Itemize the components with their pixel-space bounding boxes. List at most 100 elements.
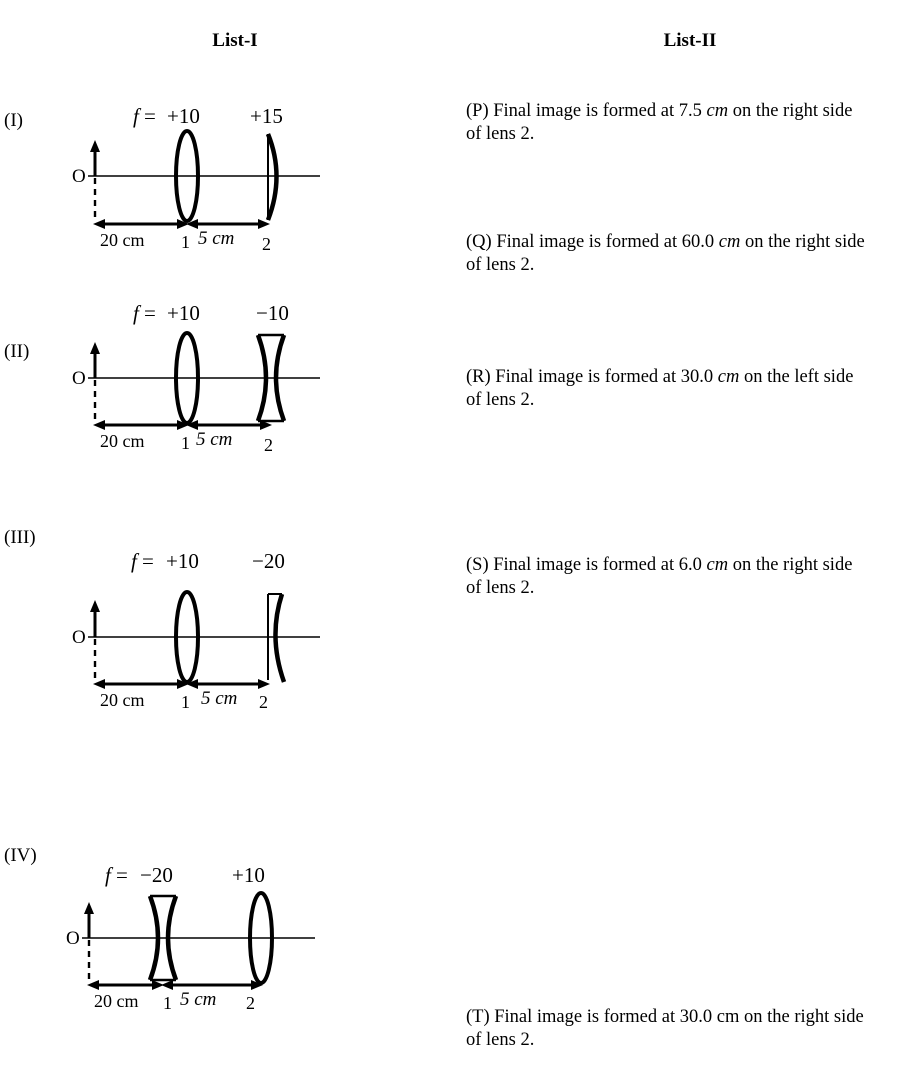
list-ii-text-after-t: on the right side of lens 2. xyxy=(466,1007,864,1050)
list-ii-item-q: (Q) Final image is formed at 60.0 cm on … xyxy=(466,231,866,277)
lens1-concave-face-right-4 xyxy=(165,895,179,981)
dim2-value-3: 5 cm xyxy=(201,688,237,709)
dim2-arrowhead-left-1 xyxy=(186,219,198,229)
dim2-arrowhead-right-2 xyxy=(260,420,272,430)
list-ii-label-q: (Q) xyxy=(466,232,492,252)
lens2-concave-face-3 xyxy=(273,593,287,683)
lens2-convex-face-1 xyxy=(265,133,279,221)
lens1-number-1: 1 xyxy=(181,232,190,252)
lens2-number-1: 2 xyxy=(262,234,271,254)
object-arrow-head-3 xyxy=(90,600,100,612)
list-ii-label-p: (P) xyxy=(466,101,489,121)
lens1-biconvex-1 xyxy=(174,129,200,223)
dim2-value-1: 5 cm xyxy=(198,228,234,249)
focal-prefix-2: f xyxy=(133,301,142,325)
list-ii-label-t: (T) xyxy=(466,1007,490,1027)
object-arrow-head-4 xyxy=(84,902,94,914)
list-i-label-3: (III) xyxy=(4,527,36,548)
lens1-power-label-3: +10 xyxy=(166,549,199,573)
dim1-value-2: 20 cm xyxy=(100,431,145,451)
list-ii-unit-t: cm xyxy=(716,1007,740,1027)
dim2-arrowhead-right-3 xyxy=(258,679,270,689)
list-ii-text-after-r: on the left side of lens 2. xyxy=(466,367,854,410)
equals-sign-1: = xyxy=(144,104,156,128)
lens1-number-3: 1 xyxy=(181,692,190,712)
lens2-power-label-4: +10 xyxy=(232,863,265,887)
dim1-value-3: 20 cm xyxy=(100,690,145,710)
focal-prefix-4: f xyxy=(105,863,114,887)
dim2-arrowhead-left-4 xyxy=(161,980,173,990)
lens2-power-label-1: +15 xyxy=(250,104,283,128)
dim1-arrowhead-left-4 xyxy=(87,980,99,990)
dim1-arrowhead-right-2 xyxy=(177,420,189,430)
list-ii-unit-q: cm xyxy=(718,232,741,252)
lens2-number-3: 2 xyxy=(259,692,268,712)
object-arrow-head-1 xyxy=(90,140,100,152)
focal-prefix-1: f xyxy=(133,104,142,128)
lens2-power-label-2: −10 xyxy=(256,301,289,325)
lens2-number-2: 2 xyxy=(264,435,273,455)
lens2-concave-face-right-2 xyxy=(273,334,287,422)
object-label-2: O xyxy=(72,368,86,389)
list-ii-text-after-s: on the right side of lens 2. xyxy=(466,555,853,598)
dim2-arrowhead-left-3 xyxy=(186,679,198,689)
list-ii-unit-s: cm xyxy=(706,555,729,575)
equals-sign-4: = xyxy=(116,863,128,887)
object-label-3: O xyxy=(72,627,86,648)
lens1-number-2: 1 xyxy=(181,433,190,453)
list-ii-item-t: (T) Final image is formed at 30.0 cm on … xyxy=(466,1006,866,1052)
optical-diagram-2: f = +10 −10 O 20 cm 1 5 cm 2 xyxy=(0,295,430,455)
list-i-label-4: (IV) xyxy=(4,845,37,866)
dim1-arrowhead-right-3 xyxy=(177,679,189,689)
list-ii-item-s: (S) Final image is formed at 6.0 cm on t… xyxy=(466,554,866,600)
lens1-power-label-2: +10 xyxy=(167,301,200,325)
lens1-power-label-1: +10 xyxy=(167,104,200,128)
dim2-arrowhead-left-2 xyxy=(186,420,198,430)
dim1-arrowhead-right-4 xyxy=(152,980,164,990)
lens2-power-label-3: −20 xyxy=(252,549,285,573)
optical-diagram-3: f = +10 −20 O 20 cm 1 5 cm 2 xyxy=(0,540,430,715)
list-ii-text-after-q: on the right side of lens 2. xyxy=(466,232,865,275)
list-ii-text-before-r: Final image is formed at 30.0 xyxy=(495,367,714,387)
list-ii-label-s: (S) xyxy=(466,555,489,575)
list-ii-item-r: (R) Final image is formed at 30.0 cm on … xyxy=(466,366,866,412)
lens1-power-label-4: −20 xyxy=(140,863,173,887)
lens2-number-4: 2 xyxy=(246,993,255,1013)
list-ii-unit-p: cm xyxy=(706,101,729,121)
optical-diagram-1: f = +10 +15 O 20 cm 1 5 cm 2 xyxy=(0,98,430,258)
lens2-biconvex-4 xyxy=(248,891,274,985)
list-i-label-1: (I) xyxy=(4,110,23,131)
dim1-arrowhead-left-2 xyxy=(93,420,105,430)
list-ii-header: List-II xyxy=(663,30,717,51)
dim1-arrowhead-left-1 xyxy=(93,219,105,229)
lens1-concave-face-left-4 xyxy=(147,895,161,981)
dim2-arrowhead-right-1 xyxy=(258,219,270,229)
lens1-biconvex-3 xyxy=(174,590,200,684)
equals-sign-2: = xyxy=(144,301,156,325)
list-ii-text-before-p: Final image is formed at 7.5 xyxy=(493,101,702,121)
list-ii-text-before-s: Final image is formed at 6.0 xyxy=(493,555,702,575)
dim1-value-4: 20 cm xyxy=(94,991,139,1011)
list-ii-text-before-q: Final image is formed at 60.0 xyxy=(496,232,715,252)
list-i-header: List-I xyxy=(212,30,258,51)
list-ii-item-p: (P) Final image is formed at 7.5 cm on t… xyxy=(466,100,866,146)
dim2-value-4: 5 cm xyxy=(180,989,216,1010)
object-label-4: O xyxy=(66,928,80,949)
object-label-1: O xyxy=(72,166,86,187)
lens1-biconvex-2 xyxy=(174,331,200,425)
dim1-arrowhead-left-3 xyxy=(93,679,105,689)
dim1-value-1: 20 cm xyxy=(100,230,145,250)
list-ii-text-before-t: Final image is formed at 30.0 xyxy=(494,1007,713,1027)
list-i-label-2: (II) xyxy=(4,341,30,362)
dim1-arrowhead-right-1 xyxy=(177,219,189,229)
focal-prefix-3: f xyxy=(131,549,140,573)
optical-diagram-4: f = −20 +10 O 20 cm 1 5 cm 2 xyxy=(0,855,430,1020)
dim2-value-2: 5 cm xyxy=(196,429,232,450)
list-ii-unit-r: cm xyxy=(717,367,740,387)
lens1-number-4: 1 xyxy=(163,993,172,1013)
list-ii-text-after-p: on the right side of lens 2. xyxy=(466,101,853,144)
list-ii-label-r: (R) xyxy=(466,367,491,387)
dim2-arrowhead-right-4 xyxy=(251,980,263,990)
object-arrow-head-2 xyxy=(90,342,100,354)
lens2-concave-face-left-2 xyxy=(255,334,269,422)
